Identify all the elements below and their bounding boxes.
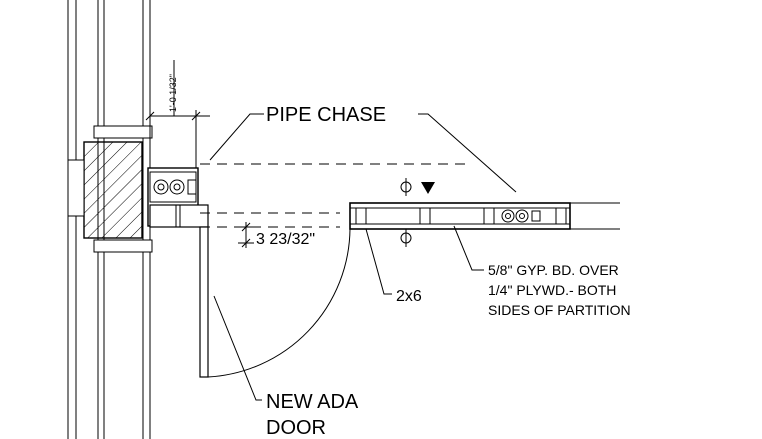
door-label-line-2: DOOR (266, 417, 326, 439)
small-dimension (238, 222, 254, 248)
pipe-chase-stack (147, 167, 209, 228)
chase-dashed-lines (200, 163, 470, 228)
ada-door (199, 226, 351, 378)
dimension-label: 3 23/32" (256, 231, 315, 248)
top-dimension-label: 1'-0 1/32" (168, 74, 178, 112)
triangle-marker-icon (421, 182, 435, 194)
gyp-note-line-2: 1/4" PLYWD.- BOTH (488, 282, 616, 298)
top-dimension: 1'-0 1/32" (145, 60, 210, 168)
gyp-note-line-1: 5/8" GYP. BD. OVER (488, 262, 619, 278)
partition-wall (349, 202, 620, 230)
leader-lines (209, 113, 517, 401)
door-label-line-1: NEW ADA (266, 391, 359, 413)
stud-label: 2x6 (396, 288, 422, 305)
gyp-note-line-3: SIDES OF PARTITION (488, 302, 631, 318)
centerline-symbols (400, 178, 435, 247)
pipe-chase-label: PIPE CHASE (266, 104, 386, 126)
hatched-column (67, 125, 153, 253)
